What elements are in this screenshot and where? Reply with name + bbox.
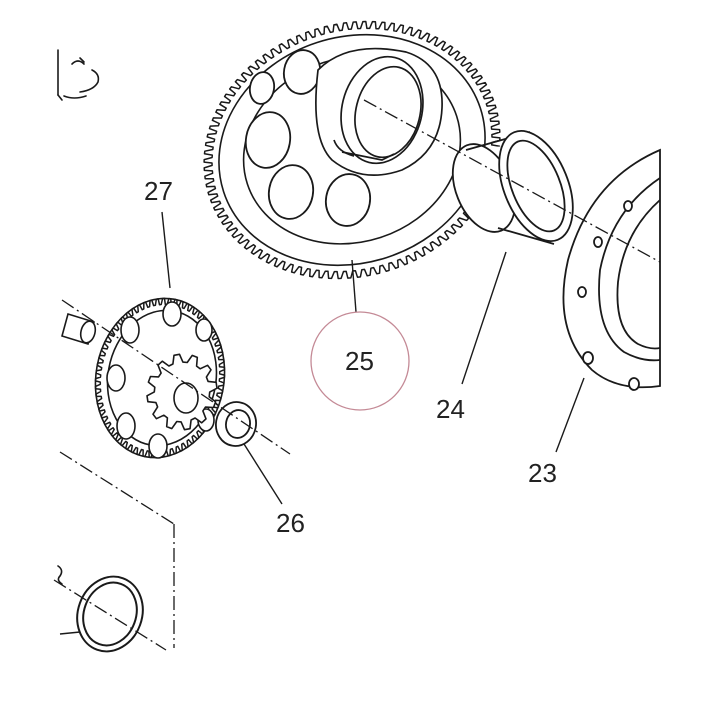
gear-27-shaft bbox=[61, 312, 97, 346]
part-25-large-gear bbox=[203, 20, 501, 280]
pinion-27-bore bbox=[173, 382, 199, 414]
gear-25-hub bbox=[315, 47, 443, 176]
part-23-flange bbox=[562, 148, 661, 391]
callout-25-highlight-circle[interactable] bbox=[310, 311, 410, 411]
callout-26: 26 bbox=[276, 508, 305, 538]
callout-27: 27 bbox=[144, 176, 173, 206]
axis-lines bbox=[53, 99, 661, 651]
housing-fragment-top-left bbox=[57, 49, 100, 101]
callout-25[interactable]: 25 bbox=[345, 346, 374, 376]
flange-23-bolt-holes bbox=[577, 200, 640, 391]
leader-lines bbox=[59, 211, 585, 635]
callout-23: 23 bbox=[528, 458, 557, 488]
gear-25-lightening-holes bbox=[244, 49, 372, 227]
gear-27-lightening-holes bbox=[106, 301, 215, 459]
callout-24: 24 bbox=[436, 394, 465, 424]
snap-ring bbox=[76, 575, 144, 653]
part-26-washer bbox=[215, 401, 257, 447]
part-27-gear-with-pinion bbox=[61, 297, 226, 459]
callout-25-group[interactable]: 25 bbox=[310, 311, 410, 411]
housing-fragment-bottom-left bbox=[57, 565, 63, 585]
